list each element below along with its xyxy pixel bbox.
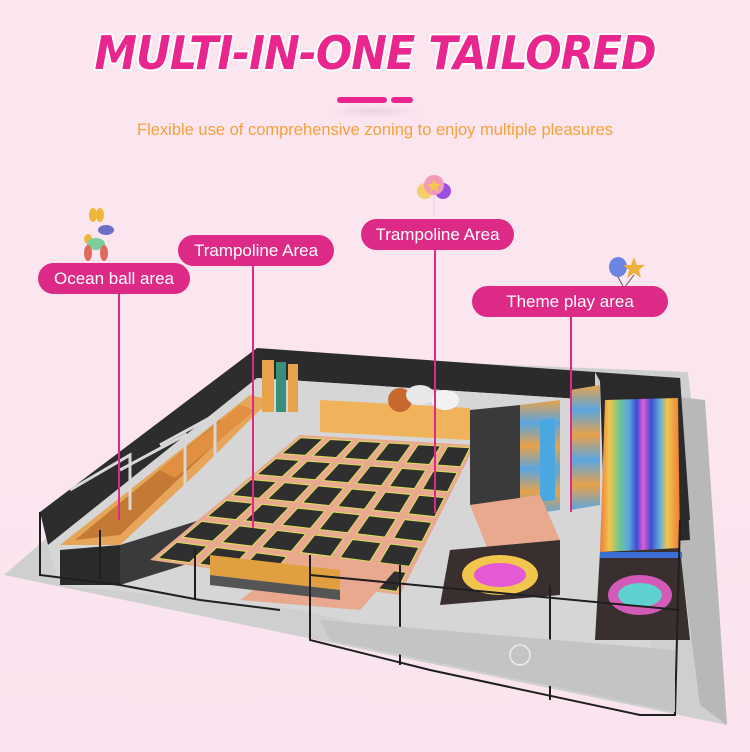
- trampoline-bed: [392, 519, 433, 543]
- trampoline-bed: [355, 465, 396, 487]
- page-title: MULTI-IN-ONE TAILORED: [94, 26, 656, 80]
- trampoline-bed: [181, 520, 232, 542]
- soccer-court: [320, 620, 675, 712]
- trampoline-bed: [342, 440, 383, 461]
- label-theme-play-area: Theme play area: [472, 286, 668, 317]
- lockers: [210, 555, 340, 590]
- trampoline-bed: [339, 538, 383, 562]
- trampoline-bed: [355, 515, 397, 538]
- truss-frames: [69, 412, 217, 510]
- label-trampoline-area-1: Trampoline Area: [178, 235, 334, 266]
- rainbow-slide: [600, 398, 680, 552]
- balloon-dog-icon: [80, 208, 116, 262]
- trampoline-bed: [288, 460, 333, 481]
- trampoline-bed: [231, 479, 278, 499]
- trampoline-bed: [378, 543, 420, 567]
- leader-line-theme-play: [570, 317, 572, 512]
- label-ocean-ball-area: Ocean ball area: [38, 263, 190, 294]
- trampoline-bed: [266, 482, 312, 503]
- divider-short: [391, 97, 413, 103]
- trampoline-bed: [206, 499, 255, 521]
- trampoline-bed: [421, 470, 459, 493]
- trampoline-bed: [336, 488, 379, 510]
- trampoline-bed: [280, 437, 325, 456]
- leader-line-trampoline-1: [252, 265, 254, 528]
- balloon-bunch-icon: [415, 173, 453, 217]
- trampoline-bed: [299, 534, 345, 557]
- trampoline-bed: [373, 442, 413, 463]
- trampoline-bed: [318, 511, 362, 534]
- basketball-zone: [320, 400, 470, 440]
- leader-line-ocean-ball: [118, 294, 120, 520]
- trampoline-bed: [435, 445, 471, 468]
- trampoline-bed: [260, 529, 307, 552]
- subtitle: Flexible use of comprehensive zoning to …: [136, 121, 613, 139]
- trampoline-bed: [301, 485, 345, 507]
- trampoline-bed: [311, 438, 354, 459]
- climbing-wall: [262, 360, 274, 412]
- trampoline-bed: [255, 458, 301, 478]
- pink-ladder: [470, 495, 560, 555]
- trampoline-bed: [280, 507, 326, 529]
- trampoline-court: [150, 435, 475, 595]
- trampoline-bed: [322, 462, 364, 484]
- divider-long: [337, 97, 387, 103]
- balloon-star-icon: [606, 255, 646, 289]
- trampoline-bed: [243, 503, 291, 525]
- back-wall: [257, 348, 595, 400]
- leader-line-trampoline-2: [434, 250, 436, 513]
- trampoline-bed: [388, 467, 427, 490]
- ocean-ball-pit: [60, 395, 270, 585]
- trampoline-bed: [404, 444, 442, 465]
- left-wall: [40, 348, 257, 545]
- trampoline-bed: [220, 525, 270, 547]
- label-trampoline-area-2: Trampoline Area: [361, 219, 514, 250]
- divider-shadow: [330, 104, 420, 118]
- trampoline-bed: [371, 491, 412, 514]
